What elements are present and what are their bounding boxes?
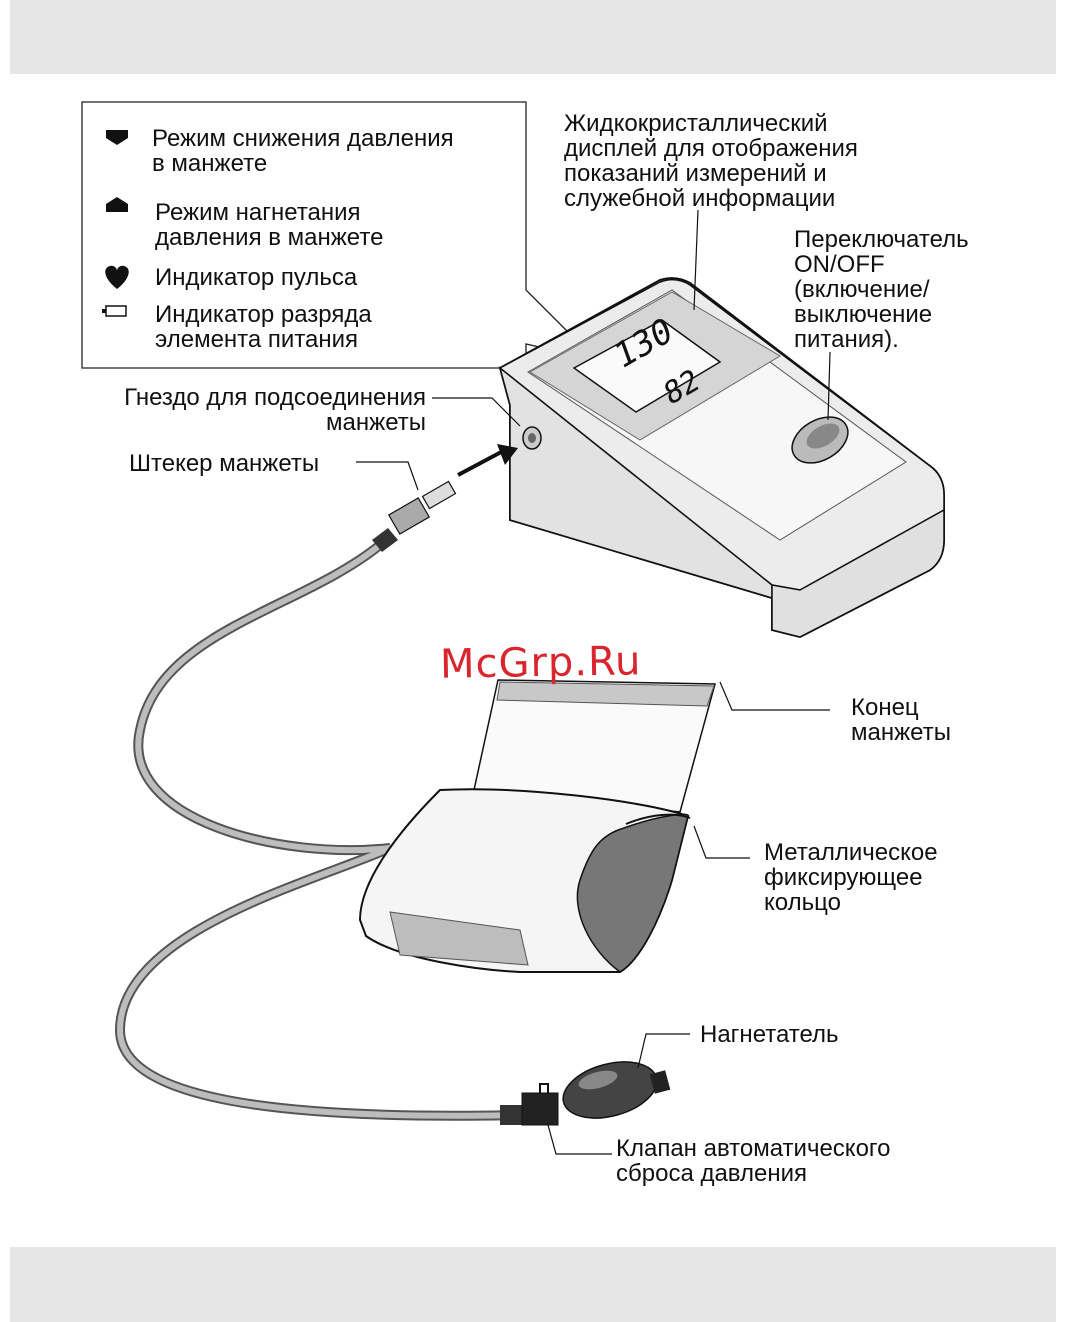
bottom-band (10, 1247, 1056, 1322)
label-cuff-plug: Штекер манжеты (129, 450, 320, 477)
cuff-plug (372, 480, 457, 552)
inflation-bulb (500, 1061, 671, 1126)
heart-icon (105, 265, 129, 289)
label-cuff-socket: Гнездо для подсоединения манжеты (124, 384, 426, 436)
metal-ring (625, 813, 691, 825)
label-lcd-display: Жидкокристаллический дисплей для отображ… (564, 110, 858, 212)
deflate-arrow-icon (106, 130, 128, 145)
legend-deflate-label: Режим снижения давления в манжете (152, 125, 454, 177)
lcd-screen (572, 319, 722, 413)
label-metal-ring: Металлическое фиксирующее кольцо (764, 839, 938, 916)
legend-pulse-label: Индикатор пульса (155, 264, 358, 291)
inflate-arrow-icon (106, 197, 128, 212)
leader-lines (356, 209, 831, 1155)
battery-icon (102, 305, 127, 317)
watermark: McGrp.Ru (439, 638, 642, 688)
label-cuff-end: Конец манжеты (851, 694, 951, 746)
top-band (10, 0, 1056, 74)
label-bulb: Нагнетатель (700, 1021, 839, 1048)
legend-inflate-label: Режим нагнетания давления в манжете (155, 199, 384, 251)
label-release-valve: Клапан автоматического сброса давления (616, 1135, 891, 1187)
legend-battery-label: Индикатор разряда элемента питания (155, 301, 372, 353)
label-power-switch: Переключатель ON/OFF (включение/ выключе… (794, 226, 969, 353)
cuff (358, 679, 716, 973)
blood-pressure-monitor (457, 277, 945, 639)
